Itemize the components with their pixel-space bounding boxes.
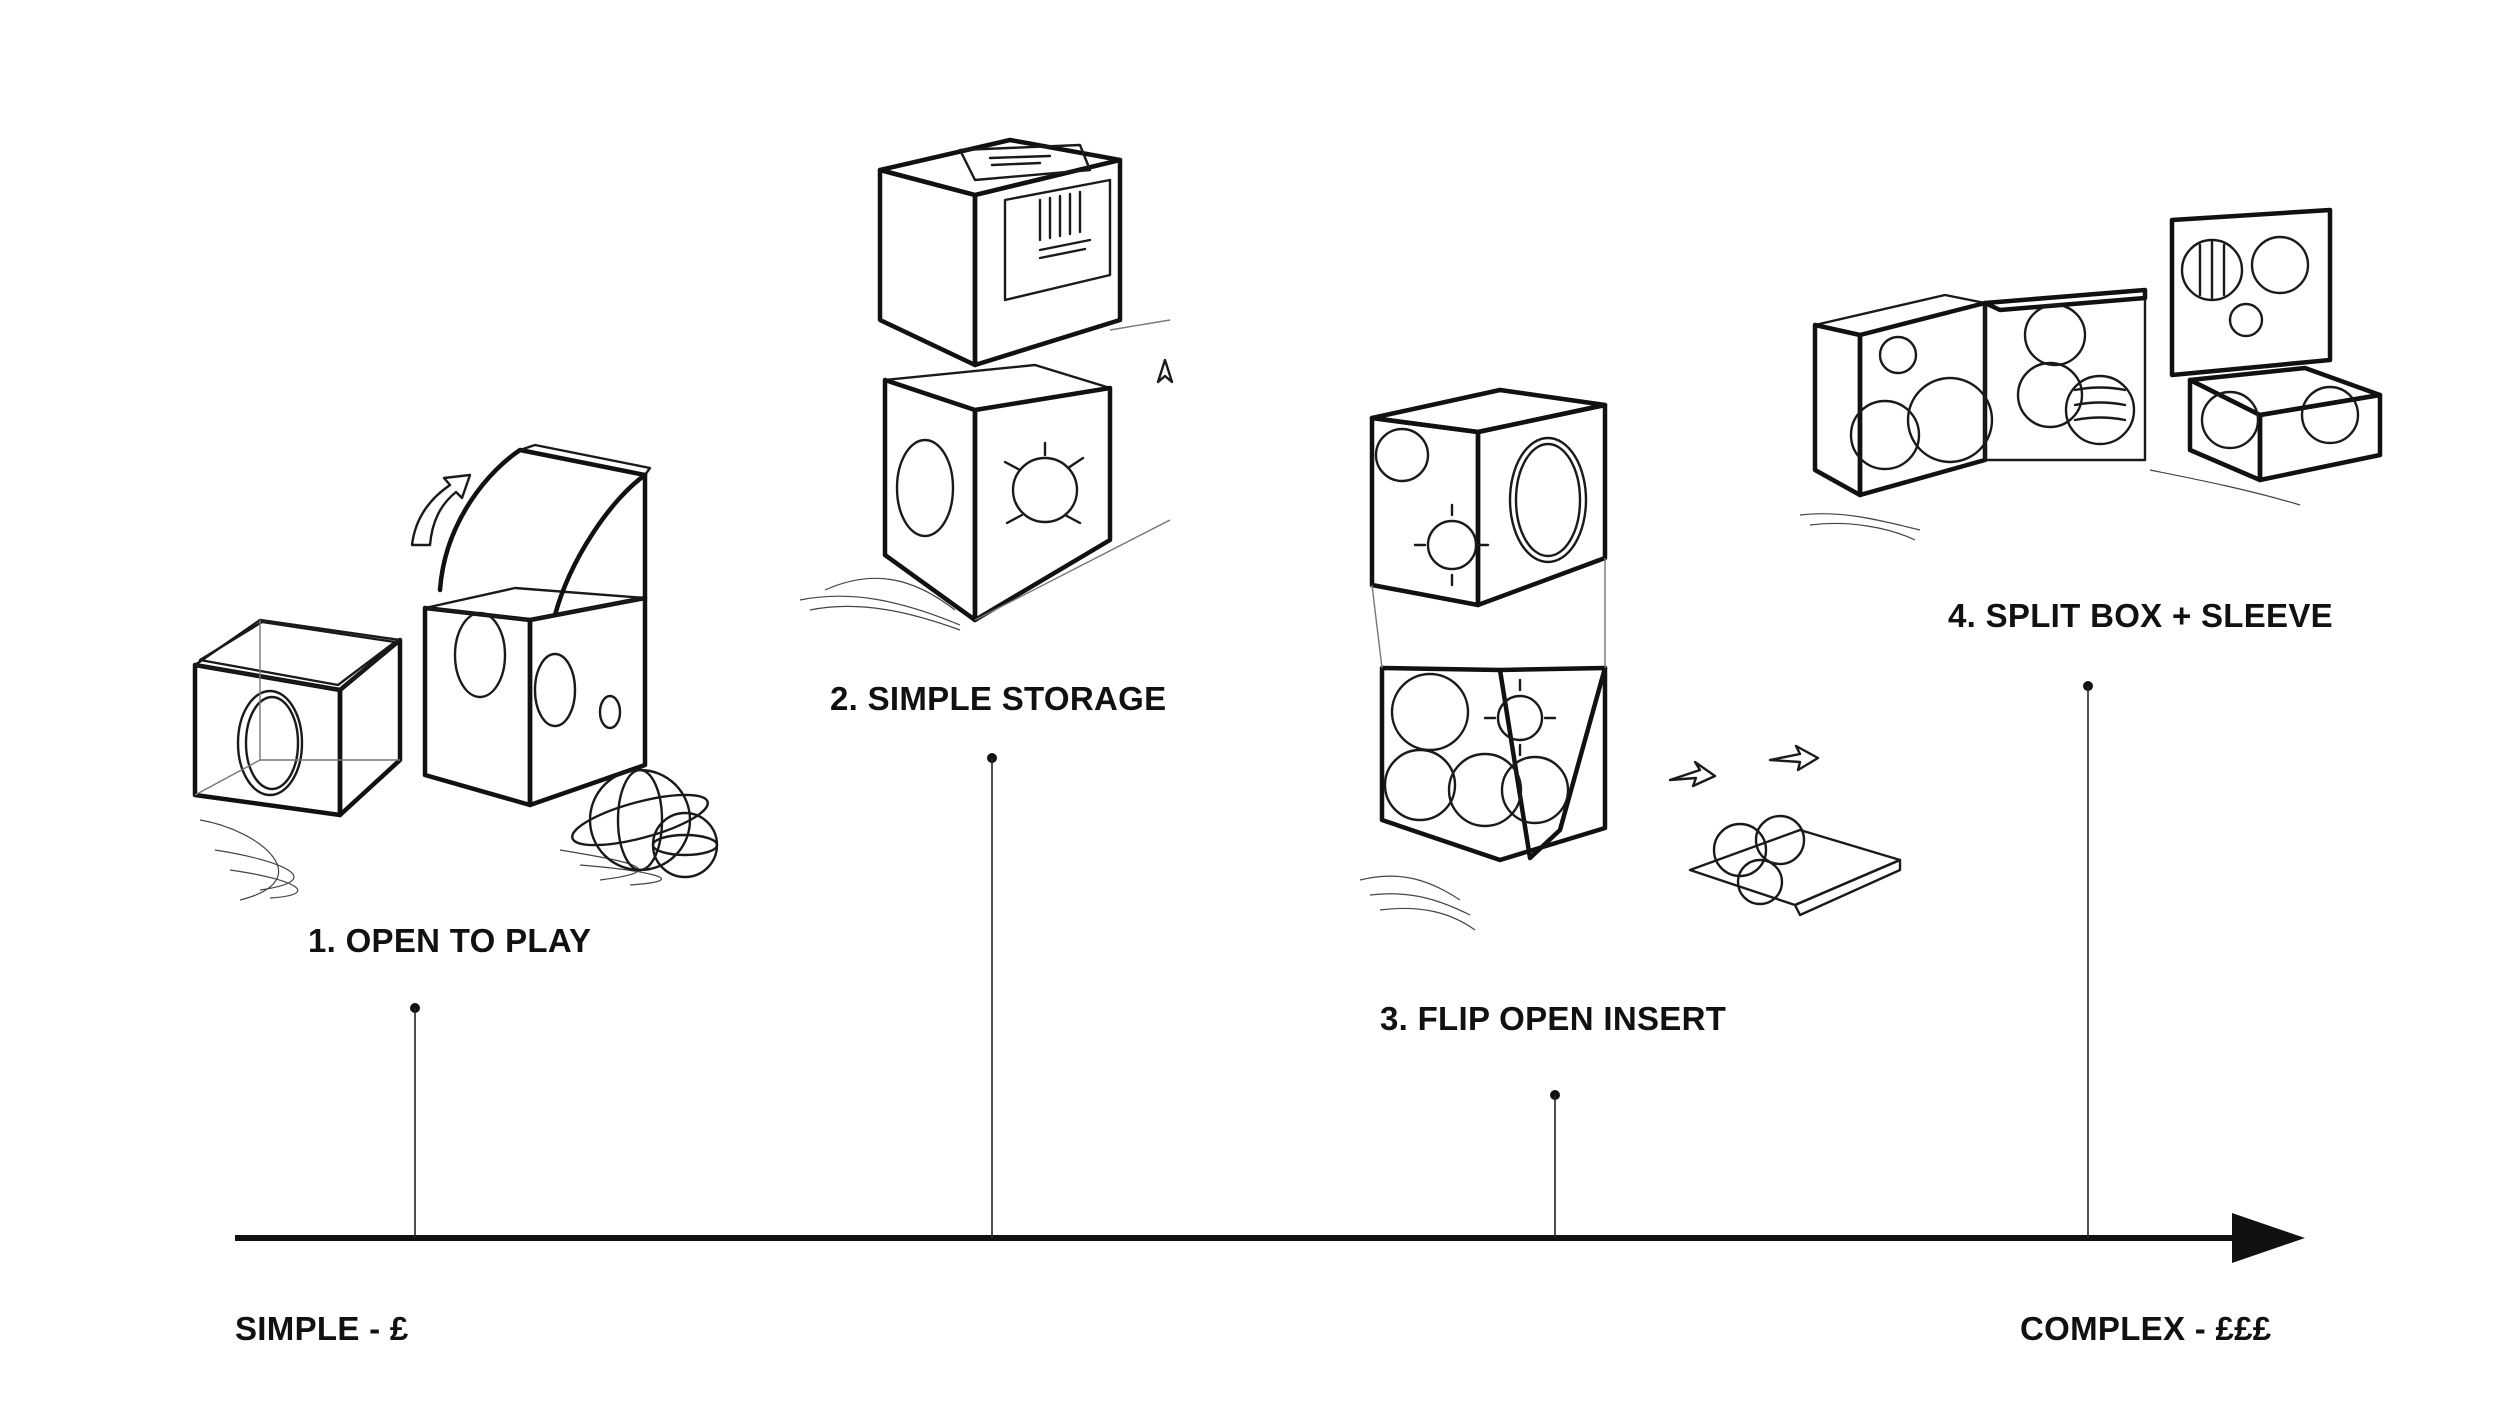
leader-lines <box>410 681 2093 1238</box>
axis-end-label: COMPLEX - £££ <box>2020 1310 2271 1348</box>
leader-concept-2 <box>987 753 997 1238</box>
arrow-head-icon <box>2232 1213 2305 1263</box>
box-sketch <box>1815 290 2145 495</box>
box-sketch <box>2172 210 2380 480</box>
sketch-simple-storage <box>800 140 1172 630</box>
sketch-open-to-play <box>195 445 717 900</box>
concept-label-3: 3. FLIP OPEN INSERT <box>1380 1000 1726 1038</box>
axis-start-label: SIMPLE - £ <box>235 1310 409 1348</box>
leader-concept-1 <box>410 1003 420 1238</box>
concept-label-2: 2. SIMPLE STORAGE <box>830 680 1166 718</box>
leader-concept-4 <box>2083 681 2093 1238</box>
concept-label-1: 1. OPEN TO PLAY <box>308 922 591 960</box>
box-sketch <box>885 320 1170 620</box>
box-sketch <box>880 140 1120 365</box>
box-sketch <box>1670 746 1900 915</box>
concept-label-4: 4. SPLIT BOX + SLEEVE <box>1948 597 2333 635</box>
arrow-up-icon <box>1158 360 1172 382</box>
timeline-axis <box>235 1213 2305 1263</box>
box-sketch <box>195 620 400 815</box>
sketch-split-box-sleeve <box>1800 210 2380 540</box>
box-sketch <box>412 445 650 805</box>
box-sketch <box>1372 390 1605 605</box>
leader-concept-3 <box>1550 1090 1560 1238</box>
